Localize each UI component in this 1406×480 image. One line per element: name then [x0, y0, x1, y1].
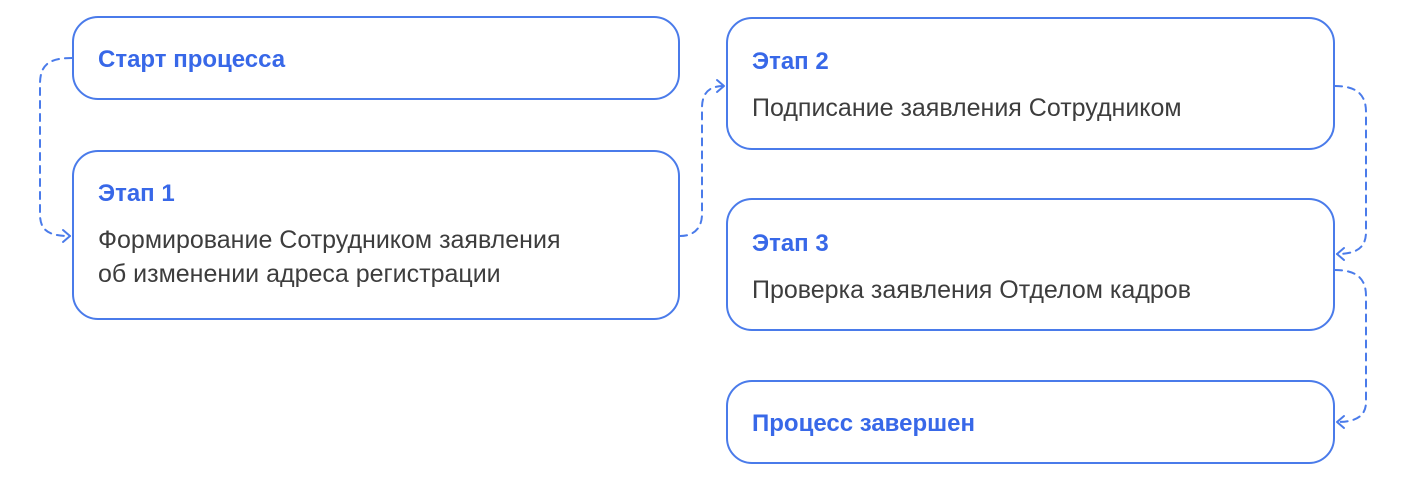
- connector-step3-to-finish: [1334, 269, 1367, 423]
- node-step-3: Этап 3 Проверка заявления Отделом кадров: [726, 198, 1335, 331]
- connector-step1-to-step2: [679, 85, 725, 237]
- node-start: Старт процесса: [72, 16, 680, 100]
- node-finish: Процесс завершен: [726, 380, 1335, 464]
- arrowhead-finish-icon: [1336, 415, 1345, 429]
- node-step-2-title: Этап 2: [752, 48, 829, 75]
- node-step-1: Этап 1 Формирование Сотрудником заявлени…: [72, 150, 680, 320]
- connector-start-to-step1: [39, 57, 73, 237]
- connector-step2-to-step3: [1334, 85, 1367, 255]
- node-finish-title: Процесс завершен: [752, 410, 975, 437]
- node-step-2: Этап 2 Подписание заявления Сотрудником: [726, 17, 1335, 150]
- arrowhead-step3-icon: [1336, 247, 1345, 261]
- arrowhead-step1-icon: [62, 229, 71, 243]
- node-start-title: Старт процесса: [98, 46, 286, 73]
- node-step-1-description: Формирование Сотрудником заявления об из…: [98, 226, 561, 288]
- node-step-2-description: Подписание заявления Сотрудником: [752, 94, 1182, 122]
- node-step-1-title: Этап 1: [98, 180, 175, 207]
- node-step-3-title: Этап 3: [752, 230, 829, 257]
- arrowhead-step2-icon: [716, 79, 725, 93]
- node-step-3-description: Проверка заявления Отделом кадров: [752, 276, 1191, 304]
